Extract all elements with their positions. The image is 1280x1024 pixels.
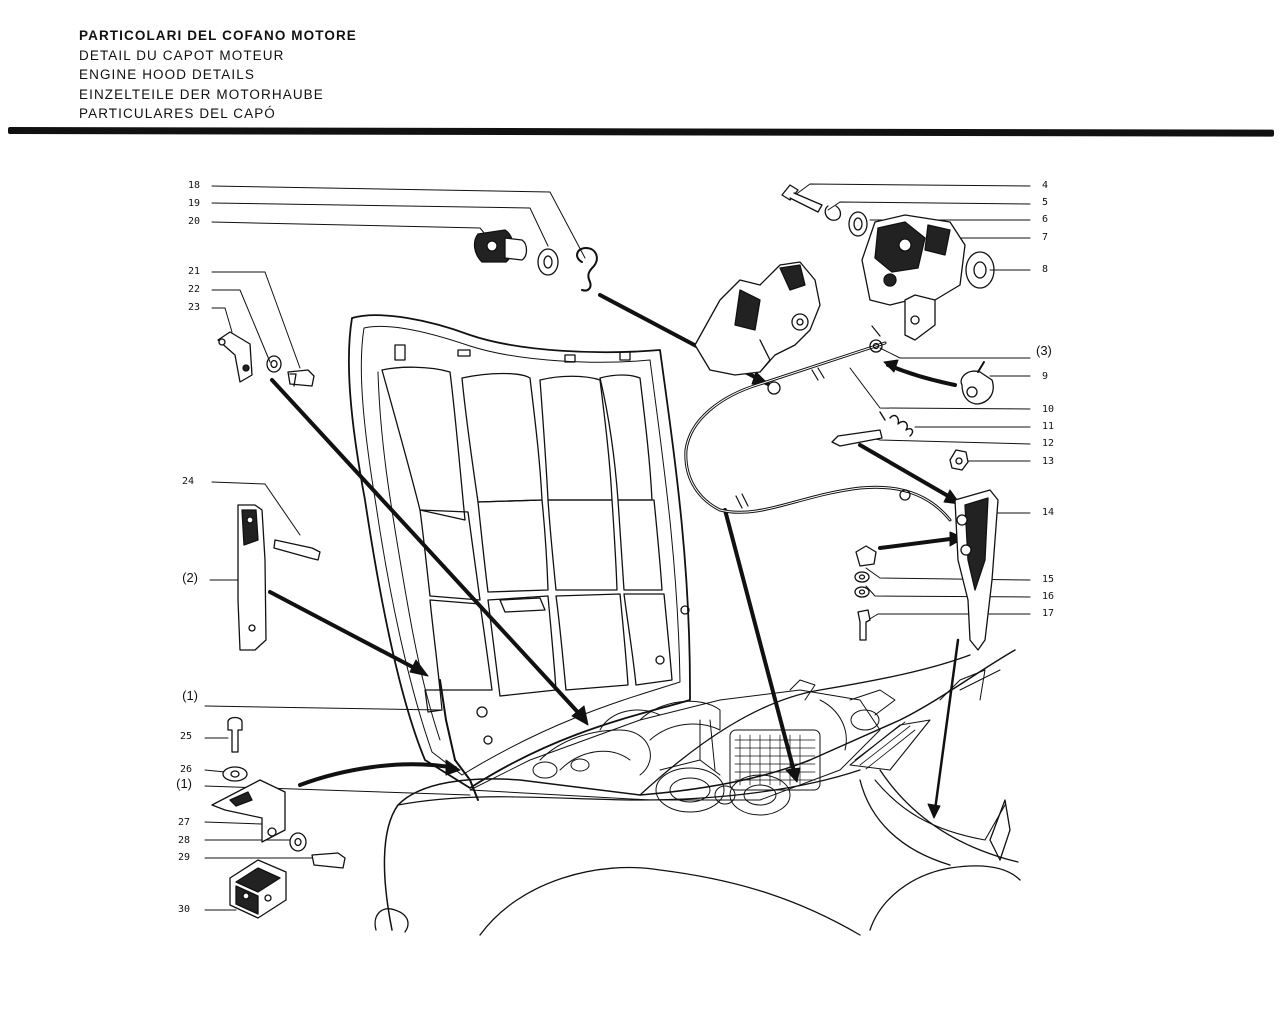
- callout-13: 13: [1042, 456, 1055, 467]
- callout-23: 23: [187, 302, 200, 313]
- callout-27: 27: [177, 817, 190, 828]
- part-24-bolt: [273, 539, 321, 561]
- part-8-grommet: [965, 251, 995, 289]
- callout-19: 19: [187, 198, 200, 209]
- callout-4: 4: [1042, 180, 1049, 191]
- callout-14: 14: [1042, 507, 1055, 518]
- hood-drawing: [347, 314, 691, 801]
- release-cable-drawing: [684, 325, 952, 522]
- part-7-hood-latch: [861, 214, 966, 341]
- callout-25: 25: [179, 731, 192, 742]
- part-9-clamp: [960, 361, 994, 405]
- callout-10: 10: [1042, 404, 1055, 415]
- callout-29: 29: [177, 852, 190, 863]
- title-spanish: PARTICULARES DEL CAPÓ: [79, 106, 276, 122]
- part-25-bolt: [227, 716, 243, 753]
- part-26-washer: [222, 766, 248, 782]
- callout-6: 6: [1042, 214, 1049, 225]
- part-6-washer: [848, 211, 868, 237]
- part-15-nut: [855, 545, 877, 567]
- callout-ref-2: (2): [182, 570, 198, 585]
- part-19-washer: [537, 248, 559, 276]
- callout-7: 7: [1042, 232, 1049, 243]
- part-12-pin: [831, 429, 883, 447]
- part-29-bolt: [311, 852, 346, 869]
- callout-9: 9: [1042, 371, 1049, 382]
- callout-24: 24: [181, 476, 194, 487]
- title-english: ENGINE HOOD DETAILS: [79, 67, 255, 83]
- callout-28: 28: [177, 835, 190, 846]
- callout-ref-3: (3): [1036, 343, 1052, 358]
- callout-ref-1-lower: (1): [176, 776, 192, 791]
- part-28-washer: [289, 832, 307, 852]
- callout-26: 26: [179, 764, 192, 775]
- car-body-drawing: [374, 649, 1021, 936]
- callout-21: 21: [187, 266, 200, 277]
- part-2-hinge: [237, 504, 267, 651]
- part-20-pin: [473, 229, 528, 263]
- part-14-release-handle: [954, 489, 999, 651]
- part-4-bolt: [781, 184, 823, 213]
- part-18-clip: [576, 247, 598, 292]
- latch-striker-assembly: [694, 261, 821, 395]
- callout-5: 5: [1042, 197, 1049, 208]
- callout-22: 22: [187, 284, 200, 295]
- part-23-bracket: [217, 331, 253, 383]
- callout-11: 11: [1042, 421, 1055, 432]
- callout-20: 20: [187, 216, 200, 227]
- title-french: DETAIL DU CAPOT MOTEUR: [79, 47, 285, 63]
- callout-17: 17: [1042, 608, 1055, 619]
- engine-bay-drawing: [469, 679, 896, 816]
- callout-ref-1-upper: (1): [182, 688, 198, 703]
- callout-8: 8: [1042, 264, 1049, 275]
- part-11-spring: [879, 411, 914, 437]
- callout-18: 18: [187, 180, 200, 191]
- part-16-washer: [854, 571, 870, 583]
- part-16b-washer: [854, 586, 870, 598]
- title-block: PARTICOLARI DEL COFANO MOTORE DETAIL DU …: [79, 26, 357, 124]
- part-21-bolt: [287, 369, 315, 387]
- title-german: EINZELTEILE DER MOTORHAUBE: [79, 86, 324, 102]
- callout-15: 15: [1042, 574, 1055, 585]
- callout-16: 16: [1042, 591, 1055, 602]
- part-30-rubber-bumper: [229, 859, 287, 919]
- part-5-lock-washer: [824, 205, 842, 221]
- part-22-washer: [266, 355, 282, 373]
- part-27-bracket: [211, 779, 286, 843]
- part-13-nut: [949, 449, 969, 471]
- title-italian: PARTICOLARI DEL COFANO MOTORE: [79, 28, 357, 43]
- part-17-screw: [857, 609, 871, 641]
- callout-30: 30: [177, 904, 190, 915]
- callout-12: 12: [1042, 438, 1055, 449]
